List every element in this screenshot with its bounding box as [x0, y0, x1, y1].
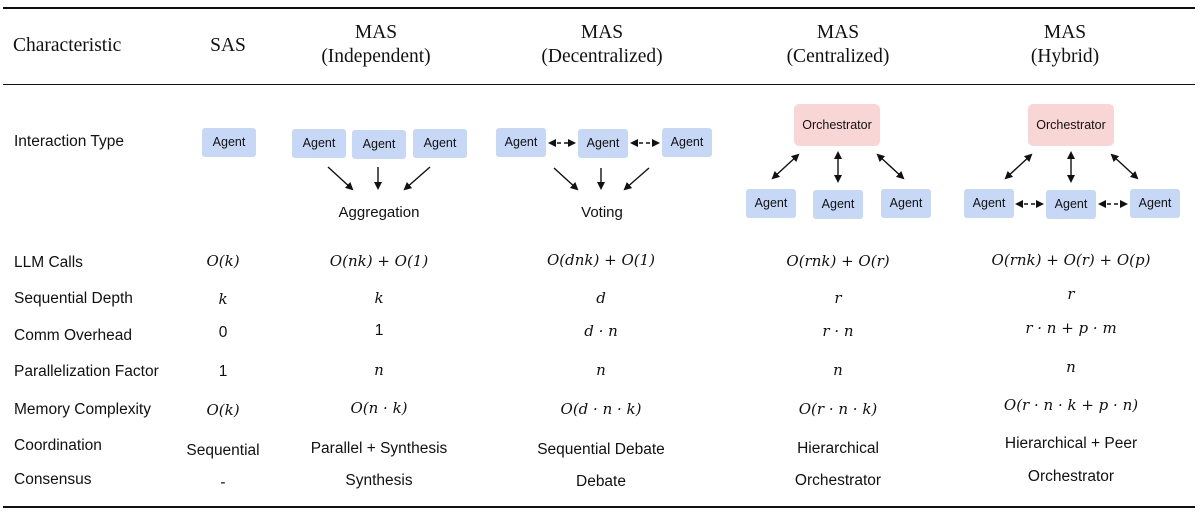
centralized-orchestrator-box: Orchestrator: [794, 104, 880, 146]
header-mas-hybrid-line2: (Hybrid): [1030, 46, 1100, 67]
consensus-sas: -: [220, 474, 226, 491]
comm-overhead-independent: 1: [374, 322, 384, 339]
comm-overhead-hybrid: r · n + p · m: [1025, 319, 1117, 337]
header-mas-centralized: MAS (Centralized): [760, 21, 916, 69]
hybrid-arrow-1: [1004, 153, 1033, 180]
header-mas-hybrid-line1: MAS: [1043, 22, 1087, 43]
hybrid-orchestrator-box: Orchestrator: [1028, 104, 1114, 146]
row-label-llm-calls: LLM Calls: [14, 254, 83, 271]
table-bottom-rule: [3, 506, 1195, 508]
parallelization-factor-centralized: n: [833, 361, 843, 379]
header-characteristic: Characteristic: [13, 35, 122, 56]
consensus-centralized: Orchestrator: [794, 472, 882, 489]
coordination-decentralized: Sequential Debate: [537, 441, 665, 458]
centralized-arrow-1: [771, 153, 800, 180]
parallelization-factor-sas: 1: [218, 363, 228, 380]
memory-complexity-centralized: O(r · n · k): [798, 400, 878, 418]
independent-agent-box-3: Agent: [413, 129, 467, 158]
sas-agent-box: Agent: [202, 128, 256, 157]
decentralized-vote-arrow-1: [553, 167, 579, 191]
row-label-consensus: Consensus: [14, 471, 92, 488]
aggregation-label: Aggregation: [338, 204, 420, 221]
header-mas-independent: MAS (Independent): [296, 21, 456, 69]
sequential-depth-decentralized: d: [596, 289, 606, 307]
comm-overhead-decentralized: d · n: [584, 322, 618, 340]
header-mas-decentralized-line1: MAS: [580, 22, 624, 43]
decentralized-agent-box-1: Agent: [496, 128, 546, 157]
header-mas-independent-line2: (Independent): [321, 46, 431, 67]
table-header-rule: [3, 84, 1195, 85]
independent-agent-box-2: Agent: [352, 130, 406, 159]
voting-label: Voting: [581, 204, 623, 221]
sequential-depth-sas: k: [218, 290, 228, 308]
memory-complexity-sas: O(k): [206, 401, 240, 419]
llm-calls-decentralized: O(dnk) + O(1): [546, 251, 655, 269]
row-label-comm-overhead: Comm Overhead: [14, 327, 133, 344]
header-mas-hybrid: MAS (Hybrid): [990, 21, 1140, 69]
header-mas-centralized-line1: MAS: [816, 22, 860, 43]
row-label-parallelization-factor: Parallelization Factor: [14, 363, 159, 380]
llm-calls-centralized: O(rnk) + O(r): [786, 252, 890, 270]
hybrid-arrow-3: [1110, 153, 1139, 180]
decentralized-agent-box-2: Agent: [578, 129, 628, 158]
independent-arrow-1: [327, 166, 354, 191]
decentralized-vote-arrow-3: [623, 167, 650, 191]
hybrid-agent-box-3: Agent: [1130, 189, 1180, 218]
hybrid-agent-box-2: Agent: [1046, 190, 1096, 219]
consensus-hybrid: Orchestrator: [1027, 468, 1115, 485]
memory-complexity-independent: O(n · k): [350, 399, 408, 417]
row-label-sequential-depth: Sequential Depth: [14, 290, 133, 307]
consensus-decentralized: Debate: [576, 473, 626, 490]
comm-overhead-centralized: r · n: [822, 322, 854, 340]
independent-agent-box-1: Agent: [292, 129, 346, 158]
centralized-agent-box-1: Agent: [746, 189, 796, 218]
parallelization-factor-independent: n: [374, 361, 384, 379]
coordination-hybrid: Hierarchical + Peer: [1004, 435, 1138, 452]
memory-complexity-decentralized: O(d · n · k): [560, 400, 642, 418]
sequential-depth-centralized: r: [834, 289, 842, 307]
header-sas: SAS: [210, 35, 246, 56]
sequential-depth-hybrid: r: [1067, 285, 1075, 303]
sequential-depth-independent: k: [374, 289, 384, 307]
row-label-interaction-type: Interaction Type: [14, 133, 125, 150]
consensus-independent: Synthesis: [345, 472, 413, 489]
coordination-independent: Parallel + Synthesis: [310, 440, 448, 457]
parallelization-factor-decentralized: n: [596, 361, 606, 379]
llm-calls-independent: O(nk) + O(1): [329, 252, 429, 270]
centralized-agent-box-3: Agent: [881, 189, 931, 218]
row-label-coordination: Coordination: [14, 437, 102, 454]
table-top-rule: [3, 7, 1195, 9]
independent-arrow-3: [403, 166, 431, 191]
header-mas-centralized-line2: (Centralized): [786, 46, 890, 67]
coordination-sas: Sequential: [186, 442, 260, 459]
hybrid-agent-box-1: Agent: [964, 189, 1014, 218]
memory-complexity-hybrid: O(r · n · k + p · n): [1003, 396, 1139, 414]
parallelization-factor-hybrid: n: [1066, 358, 1076, 376]
centralized-arrow-3: [876, 153, 905, 180]
header-mas-independent-line1: MAS: [354, 22, 398, 43]
header-mas-decentralized: MAS (Decentralized): [520, 21, 684, 69]
llm-calls-hybrid: O(rnk) + O(r) + O(p): [991, 251, 1151, 269]
centralized-agent-box-2: Agent: [813, 190, 863, 219]
comm-overhead-sas: 0: [218, 324, 228, 341]
decentralized-agent-box-3: Agent: [662, 128, 712, 157]
coordination-centralized: Hierarchical: [797, 440, 879, 457]
header-mas-decentralized-line2: (Decentralized): [541, 46, 663, 67]
row-label-memory-complexity: Memory Complexity: [14, 401, 151, 418]
llm-calls-sas: O(k): [206, 252, 240, 270]
